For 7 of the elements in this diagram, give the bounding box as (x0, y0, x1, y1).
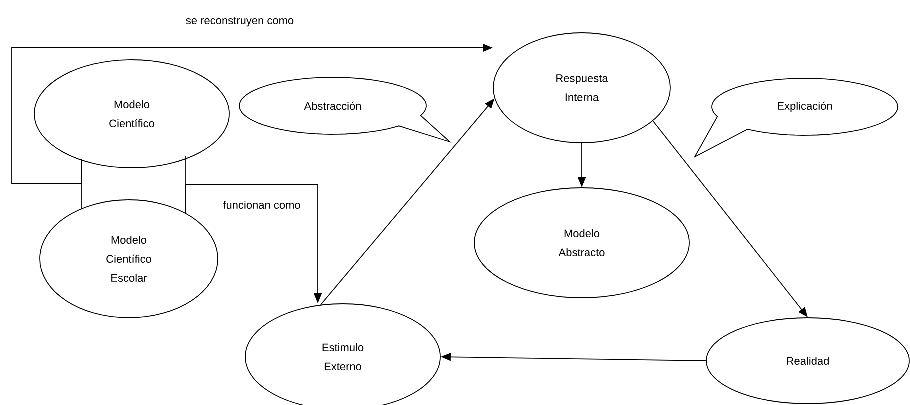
ellipse-node: Modelo Científico (34, 60, 230, 168)
ellipse-node: Respuesta Interna (493, 32, 671, 144)
ellipse-node: Modelo Abstracto (474, 188, 690, 298)
ellipse-node: Modelo Científico Escolar (40, 200, 218, 318)
edge-label: se reconstruyen como (184, 16, 296, 28)
edge-label: funcionan como (222, 200, 302, 210)
ellipse-node: Realidad (706, 318, 910, 404)
